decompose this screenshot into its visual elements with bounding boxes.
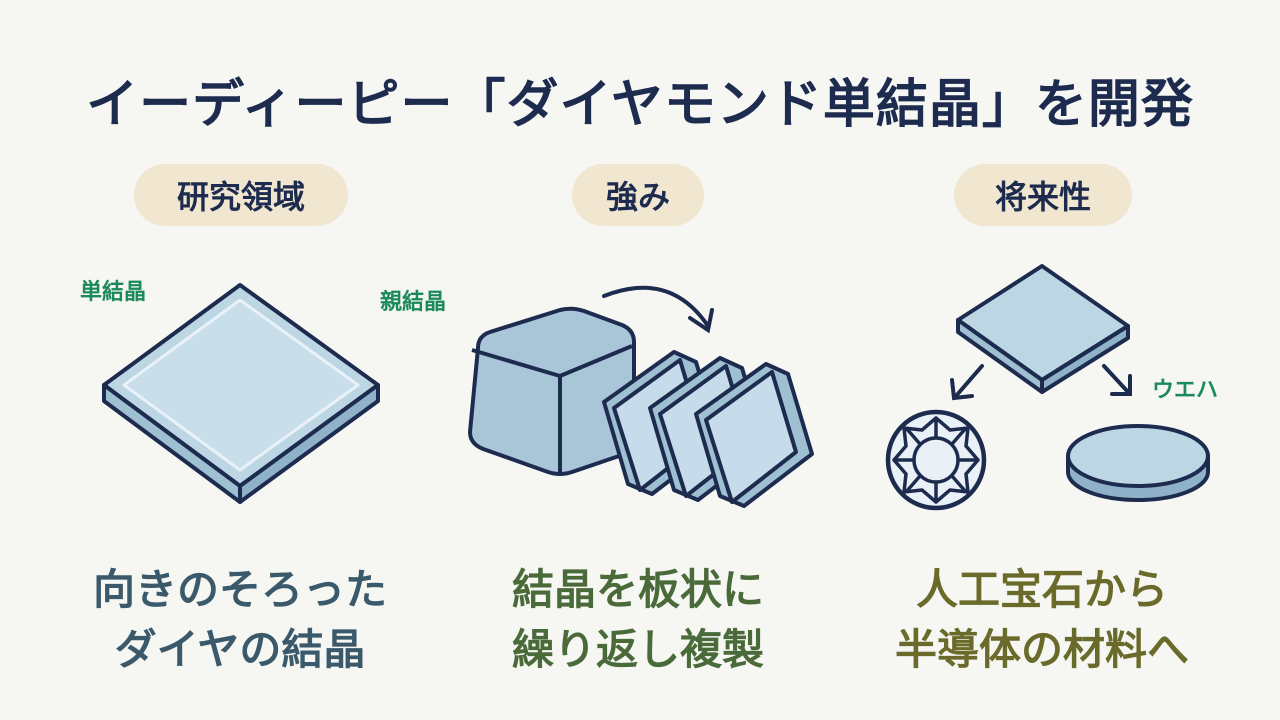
small-crystal-plate-icon <box>956 264 1130 394</box>
parent-crystal-cube-icon <box>468 306 636 476</box>
caption-strength-line2: 繰り返し複製 <box>511 625 764 674</box>
heading-strength-label: 強み <box>605 178 670 216</box>
caption-strength: 結晶を板状に 繰り返し複製 <box>458 560 818 680</box>
label-single-crystal: 単結晶 <box>80 280 147 305</box>
caption-future-line2: 半導体の材料へ <box>894 625 1189 674</box>
branch-arrow-icon <box>950 364 1132 401</box>
caption-research-area: 向きのそろった ダイヤの結晶 <box>60 560 420 680</box>
caption-research-area-line2: ダイヤの結晶 <box>114 625 366 674</box>
single-crystal-plate-icon <box>102 283 380 504</box>
heading-future-label: 将来性 <box>994 178 1091 216</box>
curved-arrow-icon <box>602 285 714 334</box>
caption-future: 人工宝石から 半導体の材料へ <box>862 560 1222 680</box>
heading-future: 将来性 <box>954 164 1132 226</box>
label-wafer: ウエハ <box>1152 378 1219 403</box>
label-parent-crystal: 親結晶 <box>380 290 447 315</box>
caption-strength-line1: 結晶を板状に <box>511 565 764 614</box>
wafer-disc-icon <box>1066 424 1210 502</box>
caption-research-area-line1: 向きのそろった <box>92 565 387 614</box>
heading-strength: 強み <box>572 164 704 226</box>
replicated-plates-icon <box>602 350 814 508</box>
heading-research-area: 研究領域 <box>134 164 348 226</box>
gemstone-icon <box>885 409 987 511</box>
page-title: イーディーピー「ダイヤモンド単結晶」を開発 <box>86 75 1194 135</box>
heading-research-area-label: 研究領域 <box>176 178 305 216</box>
caption-future-line1: 人工宝石から <box>915 565 1168 614</box>
